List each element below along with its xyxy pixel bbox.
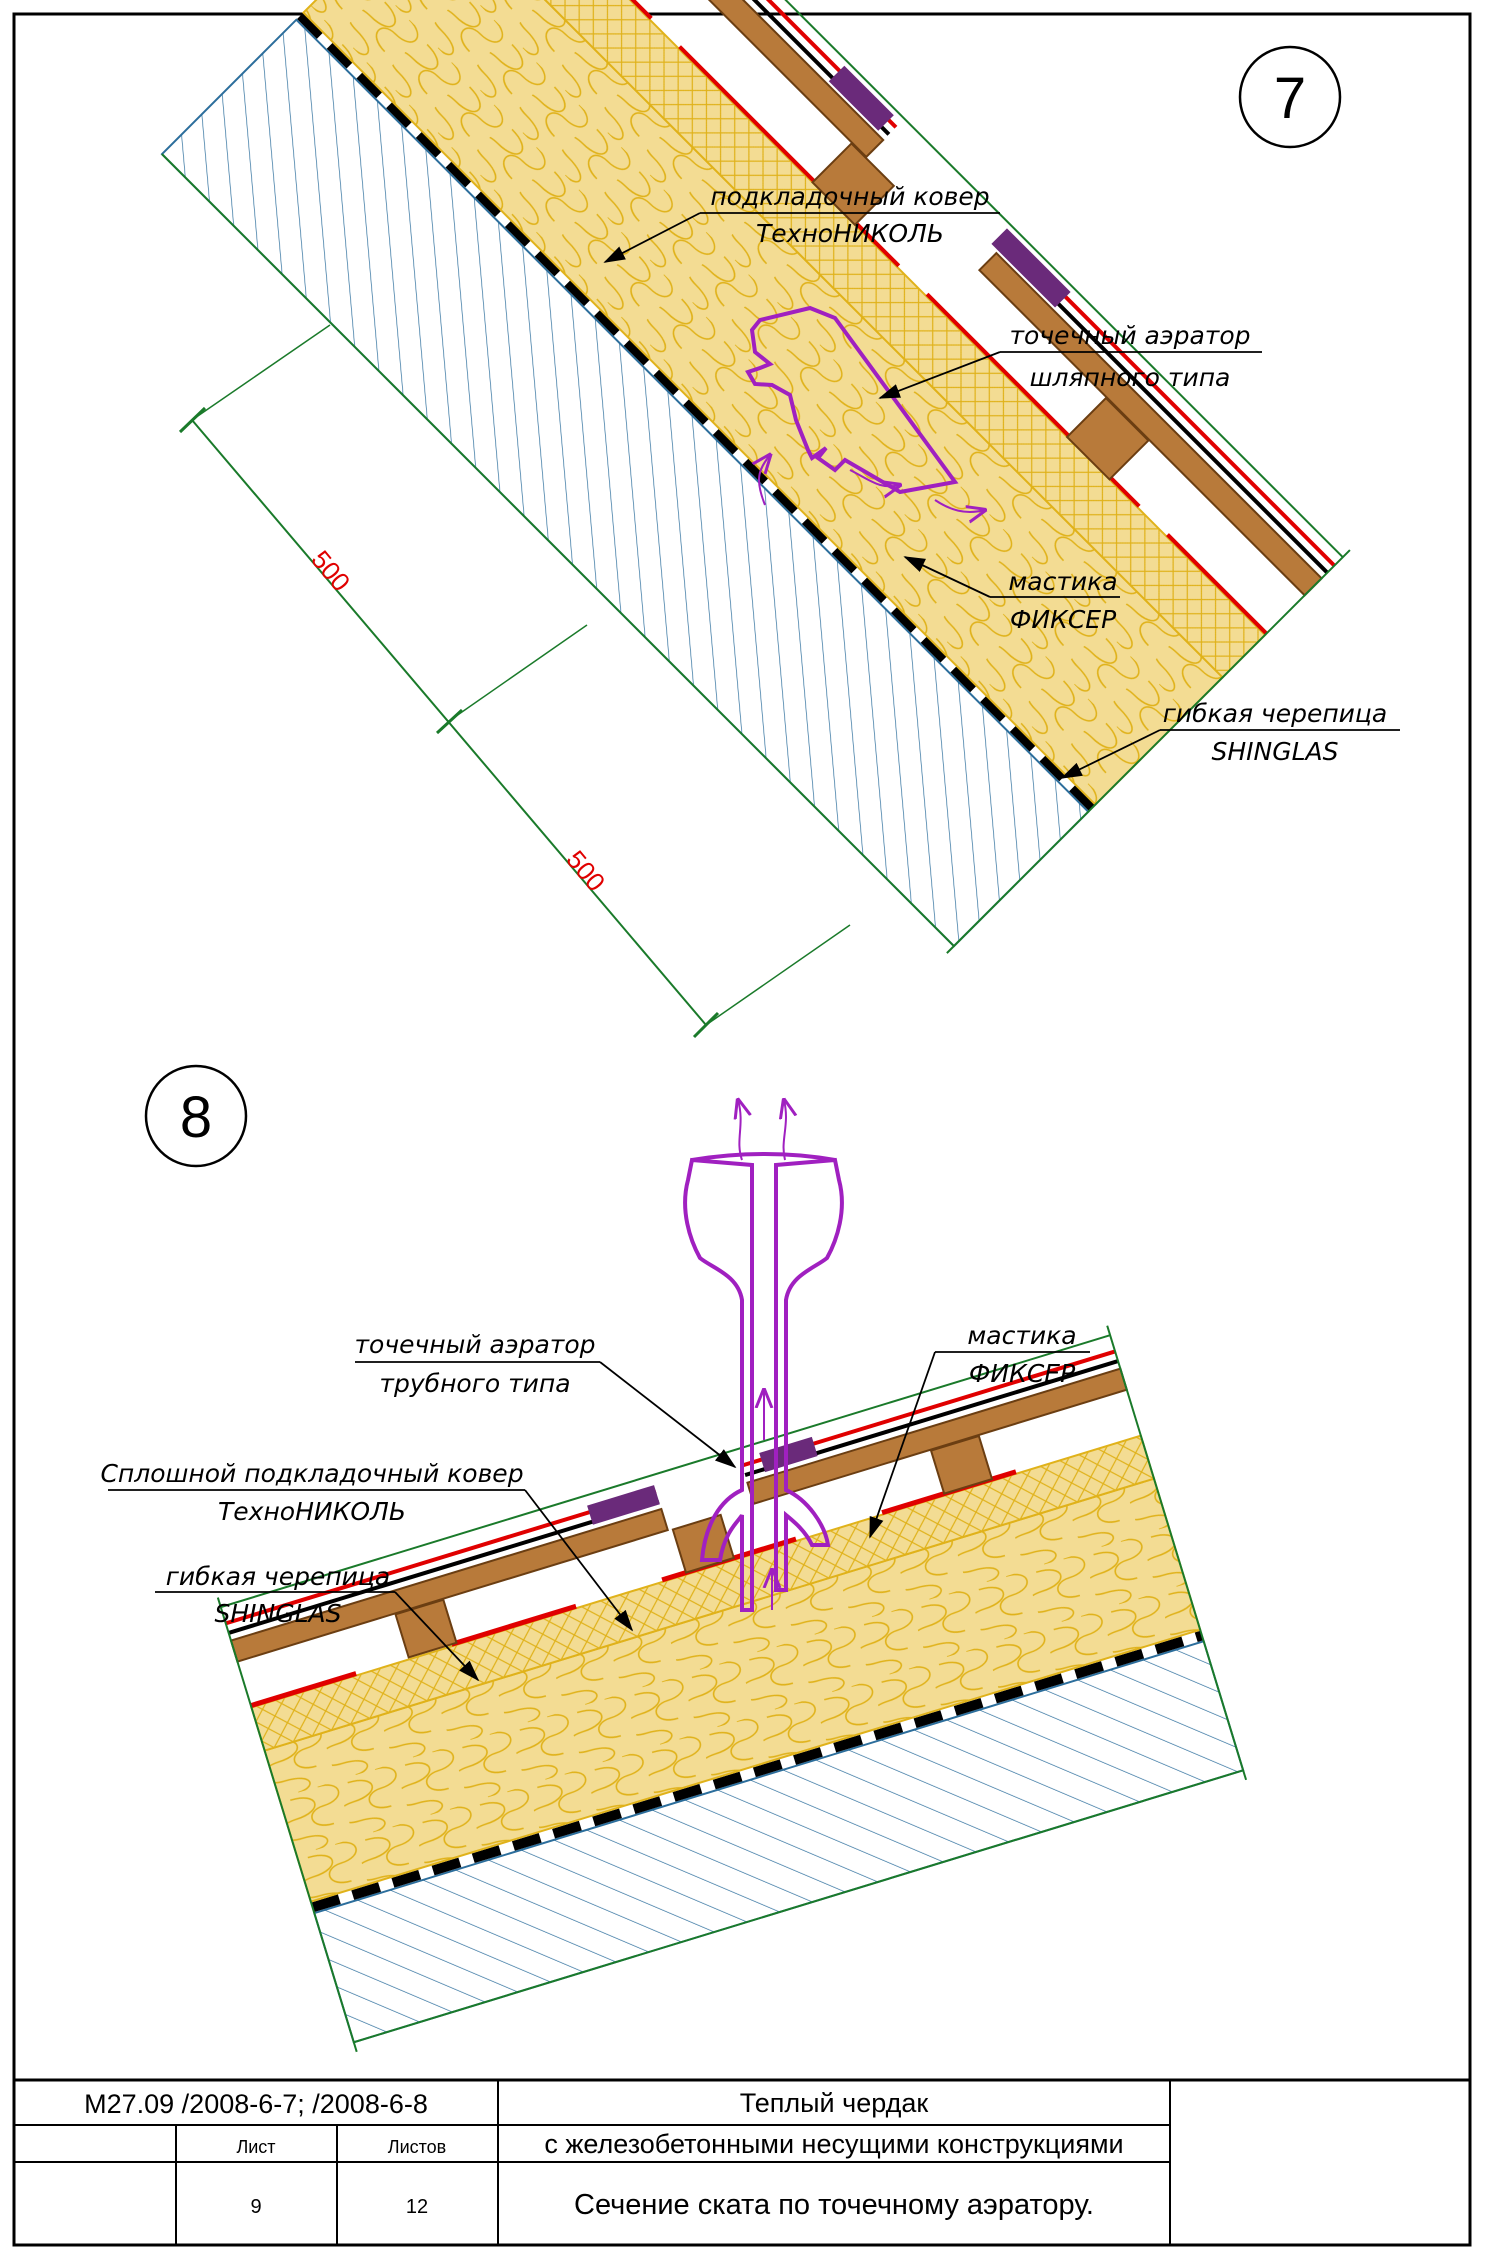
mastic-block xyxy=(587,1485,660,1525)
section-boundary xyxy=(1106,1325,1248,1781)
wind-membrane xyxy=(678,45,901,268)
dimension-value-top: 500 xyxy=(305,545,356,598)
title-block: М27.09 /2008-6-7; /2008-6-8 Лист Листов … xyxy=(12,2078,1472,2247)
counter-batten xyxy=(929,1434,994,1495)
label-underlay-line1: Сплошной подкладочный ковер xyxy=(100,1459,523,1488)
leader-line xyxy=(878,351,1001,399)
vapor-barrier xyxy=(311,1630,1204,1913)
section-boundary xyxy=(161,153,955,947)
mastic-block xyxy=(991,228,1071,308)
section-boundary xyxy=(353,1769,1244,2044)
label-underlay-line2: ТехноНИКОЛЬ xyxy=(218,1497,406,1526)
label-aerator-line1: точечный аэратор xyxy=(1009,321,1250,350)
pipe-aerator-left xyxy=(683,1157,754,1612)
leader-line xyxy=(869,1351,936,1539)
detail-badge-number: 7 xyxy=(1274,66,1306,131)
pipe-aerator-cap xyxy=(691,1152,836,1162)
detail-badge-number: 8 xyxy=(180,1085,212,1150)
leader-line xyxy=(1060,729,1161,779)
detail-7: 500 500 7 подкладочный ковер ТехноНИКОЛЬ… xyxy=(160,0,1400,1039)
label-aerator-line2: шляпного типа xyxy=(1030,363,1231,392)
leader-line xyxy=(903,556,991,598)
sheets-label: Листов xyxy=(388,2137,446,2157)
osb-deck xyxy=(511,0,885,159)
label-shingles-line2: SHINGLAS xyxy=(214,1599,341,1628)
label-underlay-line1: подкладочный ковер xyxy=(710,182,989,211)
section-boundary xyxy=(946,549,1351,954)
detail-badge-circle xyxy=(144,1064,248,1168)
label-aerator-line1: точечный аэратор xyxy=(354,1330,595,1359)
underlayment xyxy=(533,0,891,136)
dimension-value-bottom: 500 xyxy=(560,845,611,898)
label-shingles-line1: гибкая черепица xyxy=(1163,699,1388,728)
section-boundary xyxy=(550,0,1344,558)
label-mastic-line2: ФИКСЕР xyxy=(1010,605,1117,634)
leader-line xyxy=(599,1361,737,1469)
sheet-number: 9 xyxy=(250,2196,261,2218)
wind-membrane xyxy=(1166,533,1268,635)
detail-8: 8 xyxy=(100,1064,1248,2053)
shingle-layer xyxy=(540,0,898,129)
air-flow-arrow xyxy=(934,499,985,512)
hat-aerator xyxy=(745,305,959,495)
label-mastic-line1: мастика xyxy=(1008,567,1117,596)
air-flow-arrow xyxy=(738,1100,742,1161)
section-boundary xyxy=(216,1597,358,2053)
shingle-layer xyxy=(225,1489,657,1626)
drawing-code: М27.09 /2008-6-7; /2008-6-8 xyxy=(84,2089,428,2119)
air-flow-arrow xyxy=(759,455,770,506)
detail-7-section xyxy=(160,0,1351,954)
leader-line xyxy=(524,1489,634,1632)
section-boundary xyxy=(220,1334,1111,1609)
label-aerator-line2: трубного типа xyxy=(379,1369,570,1398)
label-mastic-line1: мастика xyxy=(967,1321,1076,1350)
title-line1: Теплый чердак xyxy=(740,2088,929,2118)
detail-8-section xyxy=(216,1325,1248,2053)
mastic-block xyxy=(759,1436,818,1473)
title-line2: с железобетонными несущими конструкциями xyxy=(544,2129,1123,2159)
pipe-aerator-right xyxy=(774,1157,844,1592)
counter-batten xyxy=(394,1598,458,1659)
extension-line xyxy=(448,624,588,722)
wind-membrane xyxy=(250,1671,357,1709)
mastic-block xyxy=(828,65,894,131)
detail-badge-circle xyxy=(1238,45,1342,149)
label-shingles-line1: гибкая черепица xyxy=(166,1562,391,1591)
vapor-barrier xyxy=(297,11,1097,812)
air-flow-arrow xyxy=(849,469,900,486)
leader-line xyxy=(394,1591,480,1682)
leader-line xyxy=(603,212,701,263)
extension-line xyxy=(705,924,851,1026)
title-subtitle: Сечение ската по точечному аэратору. xyxy=(574,2189,1094,2221)
extension-line xyxy=(191,324,331,421)
sheets-count: 12 xyxy=(406,2196,428,2218)
wind-membrane xyxy=(450,1603,577,1647)
label-shingles-line2: SHINGLAS xyxy=(1211,737,1338,766)
label-underlay-line2: ТехноНИКОЛЬ xyxy=(756,219,944,248)
counter-batten xyxy=(811,142,896,227)
air-flow-arrow xyxy=(784,1100,786,1161)
underlayment xyxy=(228,1499,660,1635)
label-mastic-line2: ФИКСЕР xyxy=(969,1359,1076,1388)
sheet-label: Лист xyxy=(236,2137,275,2157)
